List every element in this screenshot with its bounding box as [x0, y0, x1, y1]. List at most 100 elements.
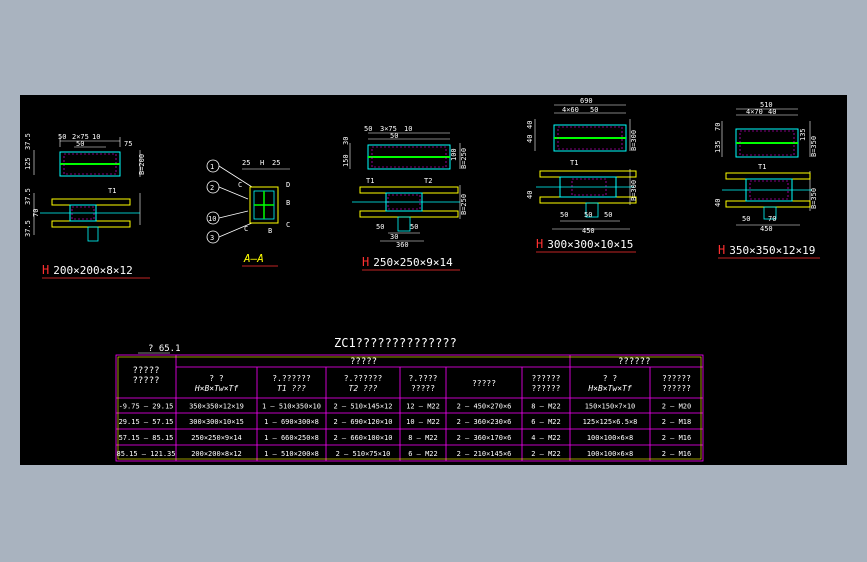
cad-drawing-svg: 50 2×75 10 50 75 B=200 125 37.5 37.5 37.…	[24, 97, 820, 462]
svg-text:75: 75	[124, 140, 132, 148]
svg-text:4×70: 4×70	[746, 108, 763, 116]
svg-text:40: 40	[714, 199, 722, 207]
table-group-1: ?????	[350, 357, 377, 367]
table-header-4-line-1: ?????	[411, 384, 435, 393]
svg-text:3×75: 3×75	[380, 125, 397, 133]
table-cell: 2 — 690×120×10	[333, 418, 392, 426]
table-cell: 2 — 660×100×10	[333, 434, 392, 442]
schedule-table: ? 65.1 ZC1?????????????? ????? ???	[115, 336, 704, 462]
detail-h350: 510 4×70 40 B=350 135 135 70 T1 40 50 70…	[714, 101, 820, 259]
svg-text:135: 135	[714, 140, 722, 153]
h300-caption: 300×300×10×15	[547, 238, 633, 251]
svg-text:40: 40	[526, 121, 534, 129]
table-header-2-line-0: ?.??????	[272, 374, 311, 383]
table-cell: 350×350×12×19	[189, 403, 244, 411]
table-cell: 2 — 360×170×6	[457, 434, 512, 442]
svg-text:3: 3	[210, 234, 214, 242]
table-header-6-line-1: ??????	[532, 384, 561, 393]
table-cell: 2 — 450×270×6	[457, 403, 512, 411]
table-cell: 4 — M22	[531, 434, 561, 442]
table-cell: 2 — M16	[662, 434, 692, 442]
svg-text:25: 25	[242, 159, 250, 167]
table-cell: 2 — M22	[531, 450, 561, 458]
svg-text:40: 40	[526, 135, 534, 143]
table-cell: 1 — 510×350×10	[262, 403, 321, 411]
table-header-8-line-0: ??????	[662, 374, 691, 383]
svg-text:450: 450	[760, 225, 773, 233]
svg-text:T1: T1	[758, 163, 766, 171]
svg-text:360: 360	[396, 241, 409, 249]
h300-prefix: H	[536, 237, 543, 251]
table-cell: 1 — 690×300×8	[264, 418, 319, 426]
svg-text:50: 50	[560, 211, 568, 219]
svg-text:2×75: 2×75	[72, 133, 89, 141]
svg-text:D: D	[286, 181, 290, 189]
svg-text:50: 50	[410, 223, 418, 231]
svg-text:50: 50	[584, 211, 592, 219]
table-cell: 150×150×7×10	[585, 403, 636, 411]
table-cell: 100×100×6×8	[587, 434, 633, 442]
table-header-1-line-1: H×B×Tw×Tf	[194, 384, 239, 393]
svg-text:37.5: 37.5	[24, 133, 32, 150]
svg-text:70: 70	[714, 123, 722, 131]
table-group-2: ??????	[618, 357, 651, 367]
table-cell: -9.75 — 29.15	[119, 403, 174, 411]
svg-text:10: 10	[404, 125, 412, 133]
svg-text:1: 1	[210, 163, 214, 171]
svg-text:70: 70	[768, 215, 776, 223]
svg-text:50: 50	[364, 125, 372, 133]
svg-text:40: 40	[768, 108, 776, 116]
svg-text:B: B	[268, 227, 272, 235]
h350-prefix: H	[718, 243, 725, 257]
svg-text:T1: T1	[108, 187, 116, 195]
table-cell: 1 — 510×200×8	[264, 450, 319, 458]
table-cell: 6 — M22	[408, 450, 438, 458]
table-cell: 2 — M16	[662, 450, 692, 458]
table-cell: 125×125×6.5×8	[583, 418, 638, 426]
svg-text:135: 135	[799, 128, 807, 141]
table-header-8-line-1: ??????	[662, 384, 691, 393]
table-cell: 85.15 — 121.35	[116, 450, 175, 458]
table-cell: 8 — M22	[531, 403, 561, 411]
table-header-0-line-1: ?????	[132, 376, 159, 386]
svg-text:37.5: 37.5	[24, 220, 32, 237]
table-cell: 2 — M20	[662, 403, 692, 411]
svg-text:150: 150	[342, 154, 350, 167]
svg-text:T1: T1	[366, 177, 374, 185]
table-cell: 10 — M22	[406, 418, 440, 426]
table-cell: 100×100×6×8	[587, 450, 633, 458]
svg-text:H: H	[260, 159, 264, 167]
svg-text:B=250: B=250	[460, 194, 468, 215]
table-header-7-line-1: H×B×Tw×Tf	[587, 384, 632, 393]
table-cell: 2 — 510×145×12	[333, 403, 392, 411]
table-cell: 57.15 — 85.15	[119, 434, 174, 442]
section-aa-caption: A—A	[243, 252, 264, 265]
h200-caption: 200×200×8×12	[53, 264, 132, 277]
svg-text:4×60: 4×60	[562, 106, 579, 114]
table-cell: 29.15 — 57.15	[119, 418, 174, 426]
cad-drawing-canvas[interactable]: 50 2×75 10 50 75 B=200 125 37.5 37.5 37.…	[20, 95, 847, 465]
svg-text:C: C	[238, 181, 242, 189]
detail-h300: 690 4×60 50 B=300 40 40 T1 40 50 50 50 4…	[526, 97, 638, 253]
table-header-2-line-1: T1 ???	[277, 384, 306, 393]
table-cell: 200×200×8×12	[191, 450, 242, 458]
table-cell: 12 — M22	[406, 403, 440, 411]
table-header-7-line-0: ? ?	[603, 374, 618, 383]
table-header-1-line-0: ? ?	[209, 374, 224, 383]
svg-text:B=350: B=350	[810, 188, 818, 209]
svg-text:50: 50	[604, 211, 612, 219]
h250-caption: 250×250×9×14	[373, 256, 453, 269]
svg-text:510: 510	[760, 101, 773, 109]
table-cell: 250×250×9×14	[191, 434, 242, 442]
h350-caption: 350×350×12×19	[729, 244, 815, 257]
table-cell: 2 — 360×230×6	[457, 418, 512, 426]
table-cell: 2 — 510×75×10	[336, 450, 391, 458]
svg-text:70: 70	[32, 209, 40, 217]
svg-text:100: 100	[450, 148, 458, 161]
svg-text:B: B	[286, 199, 290, 207]
table-cell: 300×300×10×15	[189, 418, 244, 426]
detail-h200: 50 2×75 10 50 75 B=200 125 37.5 37.5 37.…	[24, 133, 150, 279]
detail-section-aa: 1 2 10 3 25 H 25 C D B B C C A—A	[206, 159, 290, 267]
